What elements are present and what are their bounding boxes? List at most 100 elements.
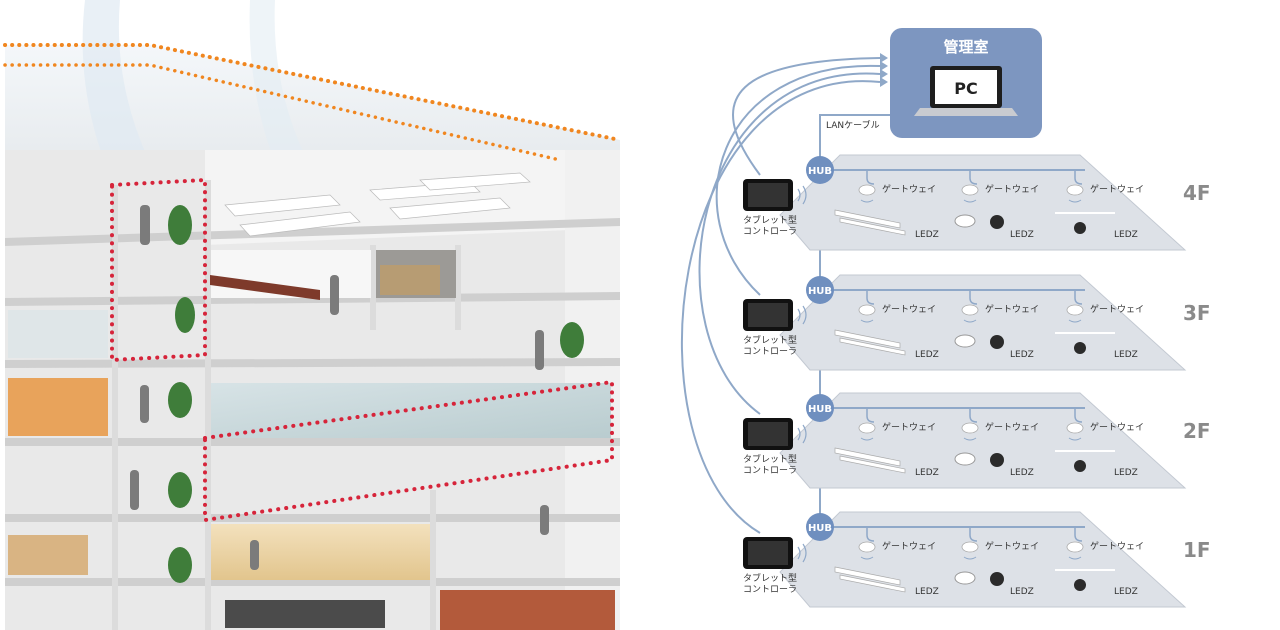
ledz-label: LEDZ bbox=[915, 468, 939, 478]
gateway-drop bbox=[969, 527, 978, 542]
gateway-drop bbox=[969, 408, 978, 423]
gateway-label: ゲートウェイ bbox=[1090, 183, 1144, 195]
hub-label: HUB bbox=[808, 166, 832, 177]
gateway-icon bbox=[961, 184, 979, 196]
gateway-icon bbox=[858, 422, 876, 434]
gateway-drop bbox=[866, 290, 875, 305]
ledz-label: LEDZ bbox=[1010, 587, 1034, 597]
led-spotlight bbox=[990, 572, 1004, 586]
led-spotlight bbox=[990, 335, 1004, 349]
ledz-label: LEDZ bbox=[1010, 350, 1034, 360]
control-room-title: 管理室 bbox=[943, 38, 988, 56]
hub-circle bbox=[806, 156, 834, 184]
wireless-signal-icon bbox=[797, 185, 807, 205]
floor-label: 3F bbox=[1183, 301, 1211, 325]
arrowhead bbox=[880, 77, 888, 87]
tablet-label: タブレット型 bbox=[743, 214, 797, 226]
tablet-label: コントローラ bbox=[743, 346, 797, 357]
wireless-signal-icon bbox=[860, 437, 874, 441]
led-track-spot bbox=[1074, 342, 1086, 354]
wireless-signal-icon bbox=[963, 556, 977, 560]
gateway-label: ゲートウェイ bbox=[1090, 421, 1144, 433]
tablet-label: タブレット型 bbox=[743, 453, 797, 465]
led-linear-light bbox=[839, 217, 906, 236]
tablet-screen bbox=[748, 183, 788, 207]
led-spotlight bbox=[990, 215, 1004, 229]
sofa bbox=[225, 600, 385, 628]
lan-backbone bbox=[819, 114, 890, 522]
ledz-label: LEDZ bbox=[915, 587, 939, 597]
gateway-drop bbox=[1074, 170, 1083, 185]
lan-cable-tablet bbox=[698, 72, 881, 415]
wireless-signal-icon bbox=[1068, 319, 1082, 323]
floor-label: 4F bbox=[1183, 181, 1211, 205]
wireless-signal-icon bbox=[963, 437, 977, 441]
gateway-icon bbox=[961, 541, 979, 553]
ledz-label: LEDZ bbox=[1114, 587, 1138, 597]
hub-label: HUB bbox=[808, 404, 832, 415]
tablet-label: タブレット型 bbox=[743, 334, 797, 346]
wireless-signal-icon bbox=[963, 199, 977, 203]
gateway-icon bbox=[1066, 304, 1084, 316]
led-track-spot bbox=[1074, 460, 1086, 472]
floor-slabs bbox=[5, 218, 620, 586]
gateway-drop bbox=[969, 290, 978, 305]
tablet-screen bbox=[748, 422, 788, 446]
gateway-label: ゲートウェイ bbox=[882, 303, 936, 315]
boxes bbox=[380, 265, 440, 295]
led-linear-light bbox=[834, 447, 901, 467]
window-glass-left bbox=[8, 310, 108, 358]
led-downlight bbox=[954, 571, 976, 585]
gateway-icon bbox=[858, 304, 876, 316]
roof-outline bbox=[3, 43, 622, 142]
wireless-signal-icon bbox=[1068, 199, 1082, 203]
gateway-icon bbox=[1066, 541, 1084, 553]
gateway-drop bbox=[1074, 290, 1083, 305]
ledz-label: LEDZ bbox=[1010, 468, 1034, 478]
pc-label: PC bbox=[954, 79, 977, 98]
lan-cable-tablet bbox=[732, 57, 881, 176]
led-linear-light bbox=[839, 455, 906, 474]
hub-circle bbox=[806, 394, 834, 422]
tablet-label: コントローラ bbox=[743, 584, 797, 595]
gateway-label: ゲートウェイ bbox=[882, 183, 936, 195]
floor-label: 1F bbox=[1183, 538, 1211, 562]
light-beam bbox=[82, 0, 190, 250]
gateway-label: ゲートウェイ bbox=[985, 303, 1039, 315]
wireless-signal-icon bbox=[797, 424, 807, 444]
ledz-label: LEDZ bbox=[915, 350, 939, 360]
light-beam bbox=[249, 0, 330, 215]
wireless-signal-icon bbox=[797, 543, 807, 563]
highlight-zones bbox=[110, 177, 614, 523]
led-downlight bbox=[954, 452, 976, 466]
hub-circle bbox=[806, 513, 834, 541]
pc-keyboard-base bbox=[914, 108, 1018, 116]
desk-rows bbox=[224, 172, 531, 237]
wireless-signal-icon bbox=[1068, 556, 1082, 560]
hub-label: HUB bbox=[808, 523, 832, 534]
pc-screen bbox=[935, 70, 997, 104]
gateway-drop bbox=[1074, 408, 1083, 423]
gateway-icon bbox=[1066, 422, 1084, 434]
meeting-table bbox=[210, 275, 320, 300]
gateway-drop bbox=[1074, 527, 1083, 542]
ledz-label: LEDZ bbox=[915, 230, 939, 240]
arrowhead bbox=[880, 69, 888, 79]
gateway-label: ゲートウェイ bbox=[1090, 303, 1144, 315]
gateway-drop bbox=[866, 408, 875, 423]
gateway-drop bbox=[866, 527, 875, 542]
shelving-lower bbox=[8, 535, 88, 575]
led-linear-light bbox=[839, 337, 906, 356]
tablet-screen bbox=[748, 541, 788, 565]
interior-walls bbox=[112, 180, 461, 630]
gateway-label: ゲートウェイ bbox=[985, 183, 1039, 195]
plant-icons bbox=[168, 205, 584, 583]
people-silhouettes bbox=[130, 205, 549, 570]
executive-office bbox=[440, 590, 615, 630]
gateway-label: ゲートウェイ bbox=[1090, 540, 1144, 552]
gateway-icon bbox=[858, 541, 876, 553]
hub-label: HUB bbox=[808, 286, 832, 297]
hub-circle bbox=[806, 276, 834, 304]
lan-cable-label: LANケーブル bbox=[826, 119, 880, 131]
